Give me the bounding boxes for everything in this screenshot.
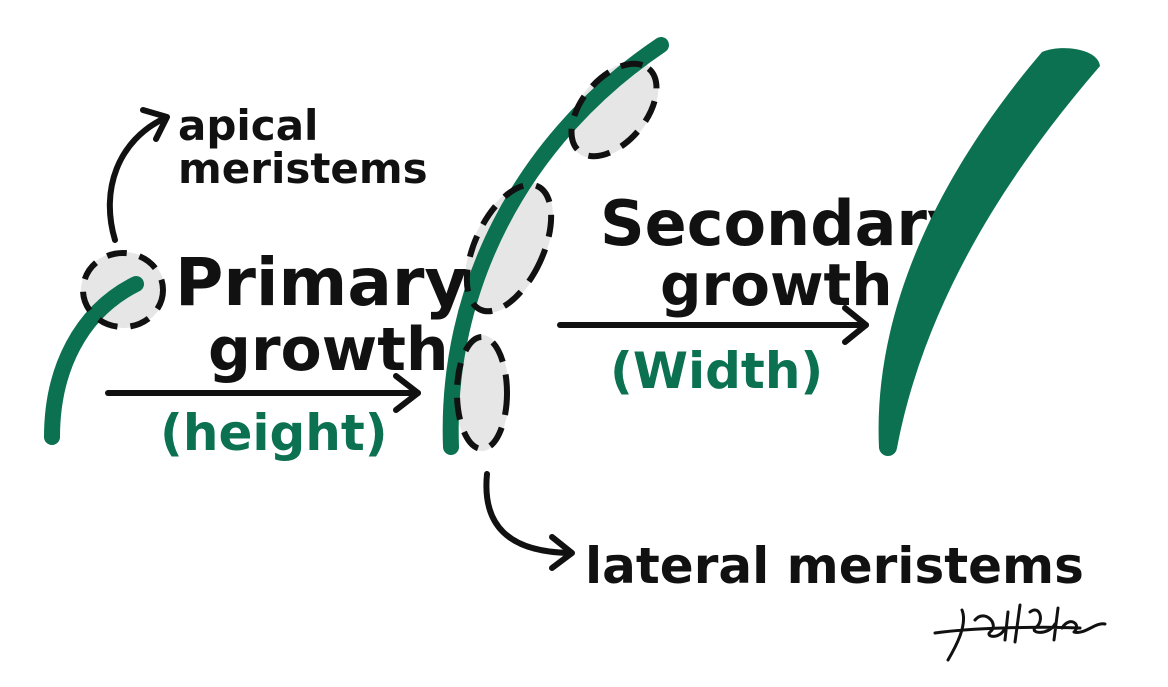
signature-scribble [933, 603, 1107, 662]
meristem-region-bottom [455, 335, 509, 451]
secondary-arrowhead [842, 305, 869, 345]
meristem-region-top [569, 61, 659, 159]
lateral-pointer-arrow [483, 471, 573, 556]
mature-stem-group [878, 48, 1100, 456]
signature [933, 603, 1107, 662]
width-label: (Width) [610, 342, 823, 400]
secondary-growth-group: Secondary growth (Width) [557, 187, 967, 400]
tall-shoot-group: lateral meristems [442, 37, 1084, 595]
tall-stem [442, 37, 669, 455]
primary-label-line1: Primary [175, 244, 467, 321]
secondary-label-line2: growth [660, 251, 893, 319]
primary-growth-group: Primary growth (height) [105, 244, 467, 462]
primary-arrowhead [393, 373, 421, 413]
apical-label-line1: apical [178, 101, 318, 150]
young-shoot-group: apical meristems [44, 101, 428, 445]
meristem-outline-middle [463, 181, 555, 315]
apical-pointer-arrow [106, 115, 168, 243]
secondary-label-line1: Secondary [600, 187, 967, 260]
height-label: (height) [160, 404, 388, 462]
lateral-label: lateral meristems [585, 537, 1084, 595]
mature-stem [878, 48, 1100, 449]
apical-arrowhead [140, 107, 170, 142]
primary-label-line2: growth [208, 315, 449, 385]
apical-label-line2: meristems [178, 144, 428, 193]
young-stem [44, 276, 144, 445]
apical-meristem-outline [80, 250, 166, 330]
lateral-arrowhead [549, 534, 575, 571]
meristem-outline-bottom [454, 334, 510, 452]
mature-stem-base-cap [879, 438, 897, 456]
